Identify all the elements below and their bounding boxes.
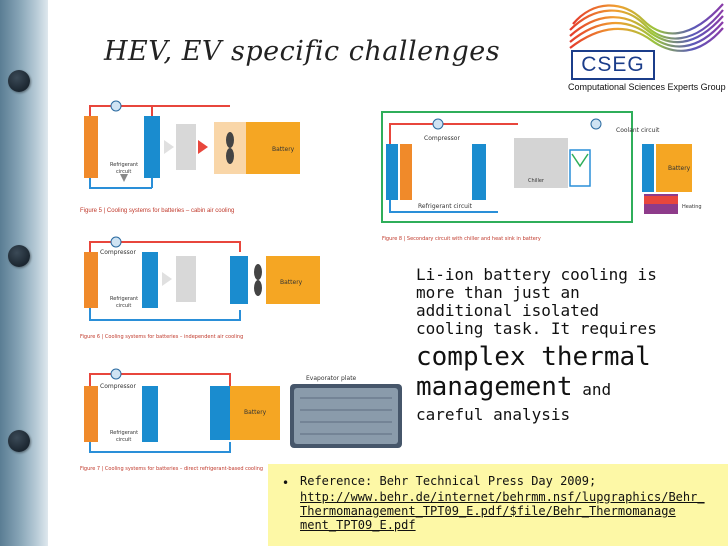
reference-box: • Reference: Behr Technical Press Day 20… (268, 464, 728, 546)
reference-bullet: • (282, 476, 290, 490)
fig8-coolant-label: Coolant circuit (616, 127, 660, 134)
cseg-logo: CSEG (571, 50, 655, 80)
fig6-battery-label: Battery (280, 279, 303, 286)
slide-title: HEV, EV specific challenges (104, 36, 501, 67)
fig8-chiller-label: Chiller (528, 178, 545, 184)
fig7-circuit-label: circuit (116, 437, 131, 443)
fig8-compressor-label: Compressor (424, 135, 460, 142)
reference-link-line1[interactable]: http://www.behr.de/internet/behrmm.nsf/l… (300, 490, 705, 504)
binder-strip (0, 0, 48, 546)
fig6-caption: Figure 6 | Cooling systems for batteries… (80, 334, 243, 340)
reference-text: Reference: Behr Technical Press Day 2009… (300, 474, 597, 488)
callout-emphasis1: complex thermal (416, 342, 651, 372)
fig7-compressor-label: Compressor (100, 383, 136, 390)
fig5-refrigerant-label: Refrigerant (110, 162, 138, 168)
cseg-logo-waves (569, 3, 724, 52)
callout-line3: additional isolated (416, 301, 600, 320)
fig7-plate-label: Evaporator plate (306, 375, 357, 382)
fig7-battery-label: Battery (244, 409, 267, 416)
callout-emphasis2: management (416, 372, 573, 402)
binder-ring (8, 70, 30, 92)
fig8-battery-label: Battery (668, 165, 691, 172)
fig7-refrigerant-label: Refrigerant (110, 430, 138, 436)
callout-line5: careful analysis (416, 405, 571, 424)
callout-line1: Li-ion battery cooling is (416, 265, 657, 284)
reference-link-line3[interactable]: ment_TPT09_E.pdf (300, 518, 416, 532)
callout-and: and (582, 380, 612, 399)
reference-link-line2[interactable]: Thermomanagement_TPT09_E.pdf/$file/Behr_… (300, 504, 676, 518)
fig5-caption: Figure 5 | Cooling systems for batteries… (80, 208, 234, 214)
fig6-compressor-label: Compressor (100, 249, 136, 256)
figure-secondary-circuit: Compressor Coolant circuit Chiller Batte… (381, 111, 702, 242)
fig7-caption: Figure 7 | Cooling systems for batteries… (80, 466, 263, 472)
logo-subtitle: Computational Sciences Experts Group (568, 82, 726, 92)
callout-text: Li-ion battery cooling is more than just… (416, 266, 696, 424)
figure-independent-air-cooling: Compressor Battery Refrigerant circuit F… (80, 236, 320, 340)
callout-line2: more than just an (416, 283, 580, 302)
fig6-circuit-label: circuit (116, 303, 131, 309)
callout-line4: cooling task. It requires (416, 319, 657, 338)
fig5-battery-label: Battery (272, 146, 295, 153)
binder-ring (8, 245, 30, 267)
figure-cabin-air-cooling: Battery Refrigerant circuit Figure 5 | C… (80, 100, 300, 214)
fig8-heating-label: Heating (682, 204, 702, 210)
figure-direct-refrigerant-cooling: Compressor Battery Evaporator plate Refr… (80, 368, 402, 472)
fig5-circuit-label: circuit (116, 169, 131, 175)
fig8-refrigerant-label: Refrigerant circuit (418, 203, 473, 210)
fig8-caption: Figure 8 | Secondary circuit with chille… (382, 236, 541, 242)
binder-ring (8, 430, 30, 452)
fig6-refrigerant-label: Refrigerant (110, 296, 138, 302)
